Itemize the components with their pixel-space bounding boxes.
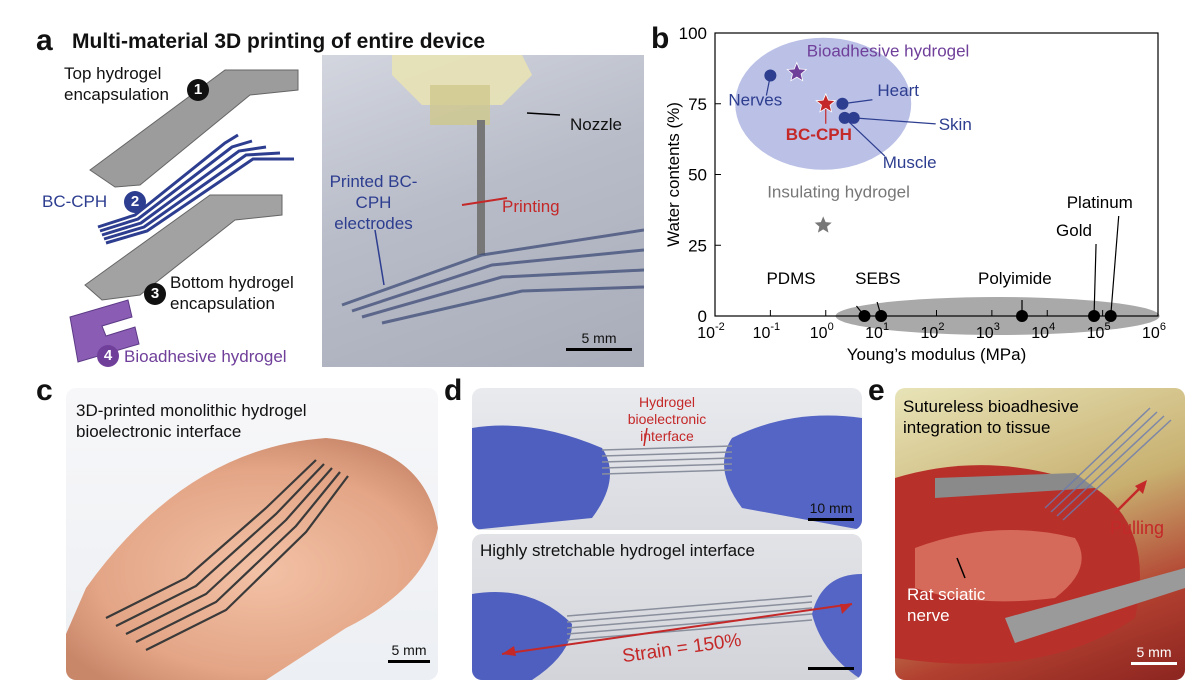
point-pdms — [858, 310, 871, 322]
device-layers-diagram — [69, 69, 299, 363]
x-tick-label: 106 — [1142, 321, 1166, 342]
point-gold — [1088, 310, 1101, 322]
label-top-encapsulation: Top hydrogel encapsulation — [64, 64, 169, 104]
stretch-photo-top: Hydrogel bioelectronic interface 10 mm — [472, 388, 862, 530]
printing-photo — [322, 55, 644, 367]
x-tick-label: 10-2 — [697, 321, 725, 342]
y-tick-label: 75 — [688, 95, 707, 114]
x-tick-label: 101 — [865, 321, 889, 342]
point-label-nerves: Nerves — [728, 90, 782, 109]
label-nozzle: Nozzle — [570, 115, 622, 134]
scale-bar-d-bottom — [808, 667, 854, 670]
x-tick-label: 100 — [810, 321, 834, 342]
layer-number-3: 3 — [144, 283, 166, 305]
point-polyimide — [1016, 310, 1029, 322]
label-printing: Printing — [502, 197, 560, 216]
top-encapsulation-layer — [89, 69, 299, 188]
label-bioadhesive: Bioadhesive hydrogel — [124, 347, 287, 366]
panel-d-bottom-caption: Highly stretchable hydrogel interface — [480, 541, 755, 560]
leader-gold — [1093, 243, 1097, 317]
panel-d-letter: d — [444, 374, 463, 407]
scale-bar-d-label: 10 mm — [809, 500, 853, 516]
point-label-muscle: Muscle — [883, 153, 937, 172]
y-tick-label: 50 — [688, 166, 707, 185]
point-skin — [847, 111, 860, 124]
x-tick-label: 104 — [1031, 321, 1055, 342]
x-tick-label: 102 — [921, 321, 945, 342]
point-bioadhesive-hydrogel — [786, 61, 808, 82]
label-bottom-encapsulation: Bottom hydrogel encapsulation — [170, 273, 294, 313]
point-label-bioadhesive-hydrogel: Bioadhesive hydrogel — [807, 42, 970, 61]
stretch-photo-bottom: Highly stretchable hydrogel interface St… — [472, 534, 862, 680]
point-label-polyimide: Polyimide — [978, 269, 1052, 288]
x-tick-label: 10-1 — [753, 321, 781, 342]
label-bccph: BC-CPH — [42, 192, 108, 211]
leader-muscle — [844, 117, 886, 157]
finger-photo: 3D-printed monolithic hydrogel bioelectr… — [66, 388, 438, 680]
point-sebs — [875, 310, 888, 322]
scale-bar-d: 10 mm — [808, 500, 854, 521]
bottom-encapsulation-layer — [84, 194, 283, 301]
tissue-photo: Sutureless bioadhesive integration to ti… — [895, 388, 1185, 680]
point-label-bc-cph: BC-CPH — [786, 125, 852, 144]
point-heart — [836, 97, 849, 110]
point-label-insulating-hydrogel: Insulating hydrogel — [767, 182, 910, 201]
point-insulating-hydrogel — [812, 214, 834, 235]
leader-platinum — [1110, 215, 1120, 317]
y-axis-label: Water contents (%) — [664, 102, 683, 247]
scale-bar-e: 5 mm — [1131, 644, 1177, 665]
panel-d-top-caption: Hydrogel bioelectronic interface — [627, 394, 707, 444]
panel-c-caption: 3D-printed monolithic hydrogel bioelectr… — [76, 401, 307, 441]
label-printed-electrodes: Printed BC-CPH electrodes — [329, 172, 418, 233]
scale-bar-c-label: 5 mm — [391, 642, 427, 658]
x-tick-label: 103 — [976, 321, 1000, 342]
scale-bar-c: 5 mm — [388, 642, 430, 663]
point-label-sebs: SEBS — [855, 269, 900, 288]
panel-e-nerve: Rat sciatic nerve — [907, 585, 986, 625]
layer-number-4: 4 — [97, 345, 119, 367]
point-platinum — [1104, 310, 1117, 322]
point-nerves — [764, 69, 777, 82]
panel-a-title: Multi-material 3D printing of entire dev… — [72, 30, 486, 53]
point-label-skin: Skin — [939, 115, 972, 134]
scale-bar-e-label: 5 mm — [1136, 644, 1172, 660]
point-bc-cph — [815, 92, 837, 113]
point-label-heart: Heart — [877, 81, 919, 100]
layer-number-2: 2 — [124, 191, 146, 213]
y-tick-label: 100 — [679, 24, 707, 43]
water-modulus-chart: 0 25 50 75 100 10-2 10-1 100 101 102 103 104 105 106Y… — [664, 24, 1166, 364]
y-tick-label: 0 — [698, 307, 707, 326]
panel-b-letter: b — [651, 22, 670, 55]
panel-e-letter: e — [868, 374, 885, 407]
point-label-gold: Gold — [1056, 221, 1092, 240]
scale-bar-a: 5 mm — [566, 330, 632, 351]
point-label-platinum: Platinum — [1067, 193, 1133, 212]
point-muscle — [838, 111, 851, 124]
y-tick-label: 25 — [688, 236, 707, 255]
panel-e-pulling: Pulling — [1110, 518, 1165, 538]
leader-skin — [853, 117, 936, 125]
x-tick-label: 105 — [1087, 321, 1111, 342]
layer-number-1: 1 — [187, 79, 209, 101]
panel-e-caption: Sutureless bioadhesive integration to ti… — [903, 397, 1079, 437]
panel-c-letter: c — [36, 374, 53, 407]
panel-a-letter: a — [36, 24, 53, 57]
bccph-electrodes — [97, 133, 294, 245]
x-axis-label: Young’s modulus (MPa) — [847, 345, 1027, 364]
point-label-pdms: PDMS — [766, 269, 815, 288]
scale-bar-a-label: 5 mm — [581, 330, 617, 346]
